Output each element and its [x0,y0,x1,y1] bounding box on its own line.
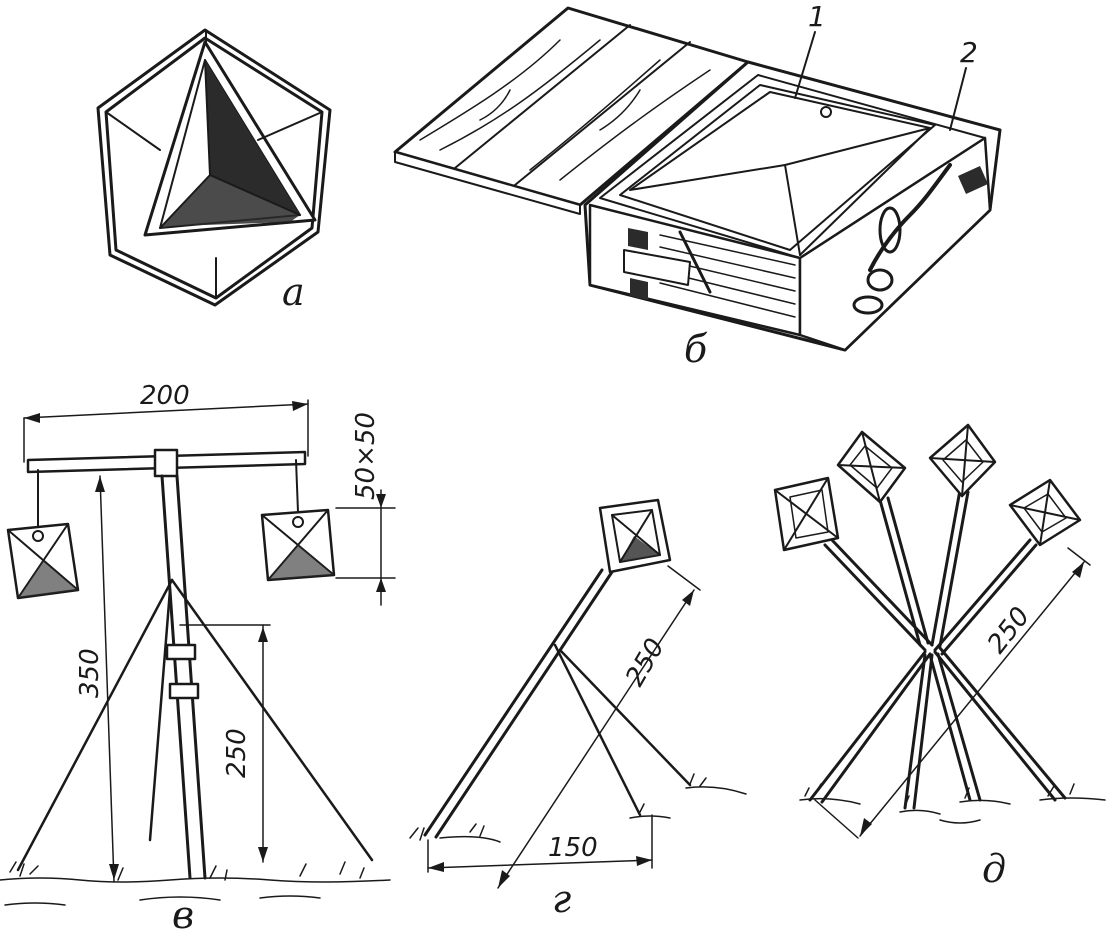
figure-d-four-target-stand: 250 д [773,423,1106,891]
figure-v-tee-stand: 200 50×50 350 [0,381,396,937]
callout-2: 2 [960,36,978,69]
figure-a-folded-target: а [96,28,332,314]
figure-v-label: в [172,893,194,932]
callout-1: 1 [808,0,826,33]
figure-a-label: а [282,270,305,314]
dim-250-d: 250 [982,602,1036,660]
dim-350: 350 [75,648,105,698]
figure-b-storage-box: 1 2 б [393,0,1002,371]
dim-150: 150 [548,833,598,863]
dim-250-g: 250 [620,634,671,692]
dim-250-v: 250 [222,728,252,778]
figure-g-single-stand: 250 150 г [409,498,747,921]
figure-b-label: б [684,327,708,371]
figure-d-label: д [982,847,1006,891]
dim-200: 200 [140,381,190,411]
figure-g-label: г [552,877,571,921]
dim-50x50: 50×50 [351,412,381,500]
